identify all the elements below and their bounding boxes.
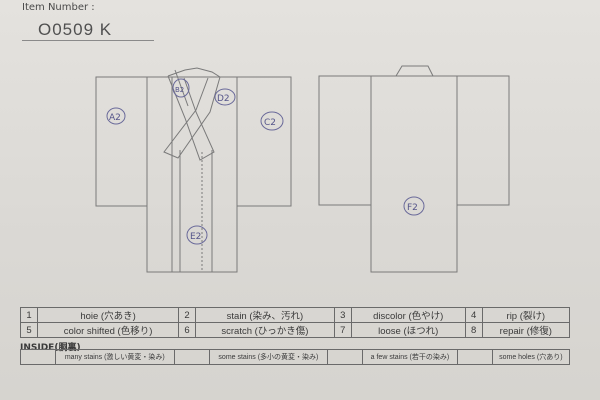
- mark-circle-a2: [106, 107, 126, 125]
- back-left-sleeve: [318, 75, 372, 206]
- front-kimono-drawing: [95, 67, 292, 273]
- table-row: many stains (激しい黄変・染み) some stains (多小の黄…: [20, 349, 571, 365]
- mark-circle-f2: [403, 196, 425, 216]
- inside-title: INSIDE(胴裏): [20, 343, 81, 353]
- defect-num: 1: [20, 307, 38, 323]
- back-right-sleeve: [456, 75, 510, 206]
- defect-label: discolor (色やけ): [350, 307, 466, 323]
- front-body: [146, 76, 238, 273]
- defect-num: 7: [333, 322, 352, 338]
- front-right-sleeve: [236, 76, 292, 207]
- mark-circle-d2: [214, 88, 236, 106]
- item-code: O0509 K: [38, 20, 113, 39]
- defect-num: 4: [464, 307, 483, 323]
- inside-checkbox[interactable]: [327, 349, 364, 365]
- inside-label: some stains (多小の黄変・染み): [208, 349, 329, 365]
- mark-circle-c2: [260, 111, 284, 131]
- inside-label: many stains (激しい黄変・染み): [55, 349, 175, 365]
- mark-f2: F2: [407, 203, 418, 213]
- table-row: 1 hoie (穴あき) 2 stain (染み、汚れ) 3 discolor …: [20, 307, 571, 323]
- table-row: 5 color shifted (色移り) 6 scratch (ひっかき傷) …: [20, 322, 571, 338]
- inside-checkbox[interactable]: [173, 349, 210, 365]
- inside-checkbox[interactable]: [20, 349, 56, 365]
- mark-a2: A2: [109, 113, 121, 123]
- back-kimono-drawing: [318, 65, 510, 273]
- defect-num: 6: [178, 322, 197, 338]
- defect-label: color shifted (色移り): [36, 322, 180, 338]
- defect-num: 2: [178, 307, 197, 323]
- defect-label: stain (染み、汚れ): [195, 307, 335, 323]
- mark-circle-b2: [172, 78, 190, 98]
- inside-label: a few stains (若干の染み): [362, 349, 458, 365]
- defect-label: loose (ほつれ): [350, 322, 466, 338]
- defect-num: 3: [333, 307, 352, 323]
- defect-legend-table: 1 hoie (穴あき) 2 stain (染み、汚れ) 3 discolor …: [20, 307, 571, 338]
- mark-circle-e2: [186, 225, 208, 245]
- defect-label: repair (修復): [481, 322, 571, 338]
- front-left-sleeve: [95, 76, 148, 207]
- inside-checkbox[interactable]: [456, 349, 493, 365]
- inside-label: some holes (穴あり): [491, 349, 571, 365]
- mark-b2: B2: [175, 86, 184, 94]
- item-number-label: Item Number :: [22, 2, 95, 13]
- code-underline: [22, 40, 154, 41]
- mark-d2: D2: [217, 94, 230, 104]
- inside-condition-table: many stains (激しい黄変・染み) some stains (多小の黄…: [20, 349, 571, 365]
- defect-label: scratch (ひっかき傷): [195, 322, 335, 338]
- defect-num: 8: [464, 322, 483, 338]
- defect-label: hoie (穴あき): [36, 307, 180, 323]
- defect-label: rip (裂け): [481, 307, 571, 323]
- mark-c2: C2: [264, 118, 276, 128]
- mark-e2: E2: [190, 232, 201, 242]
- defect-num: 5: [20, 322, 38, 338]
- back-body: [370, 75, 458, 273]
